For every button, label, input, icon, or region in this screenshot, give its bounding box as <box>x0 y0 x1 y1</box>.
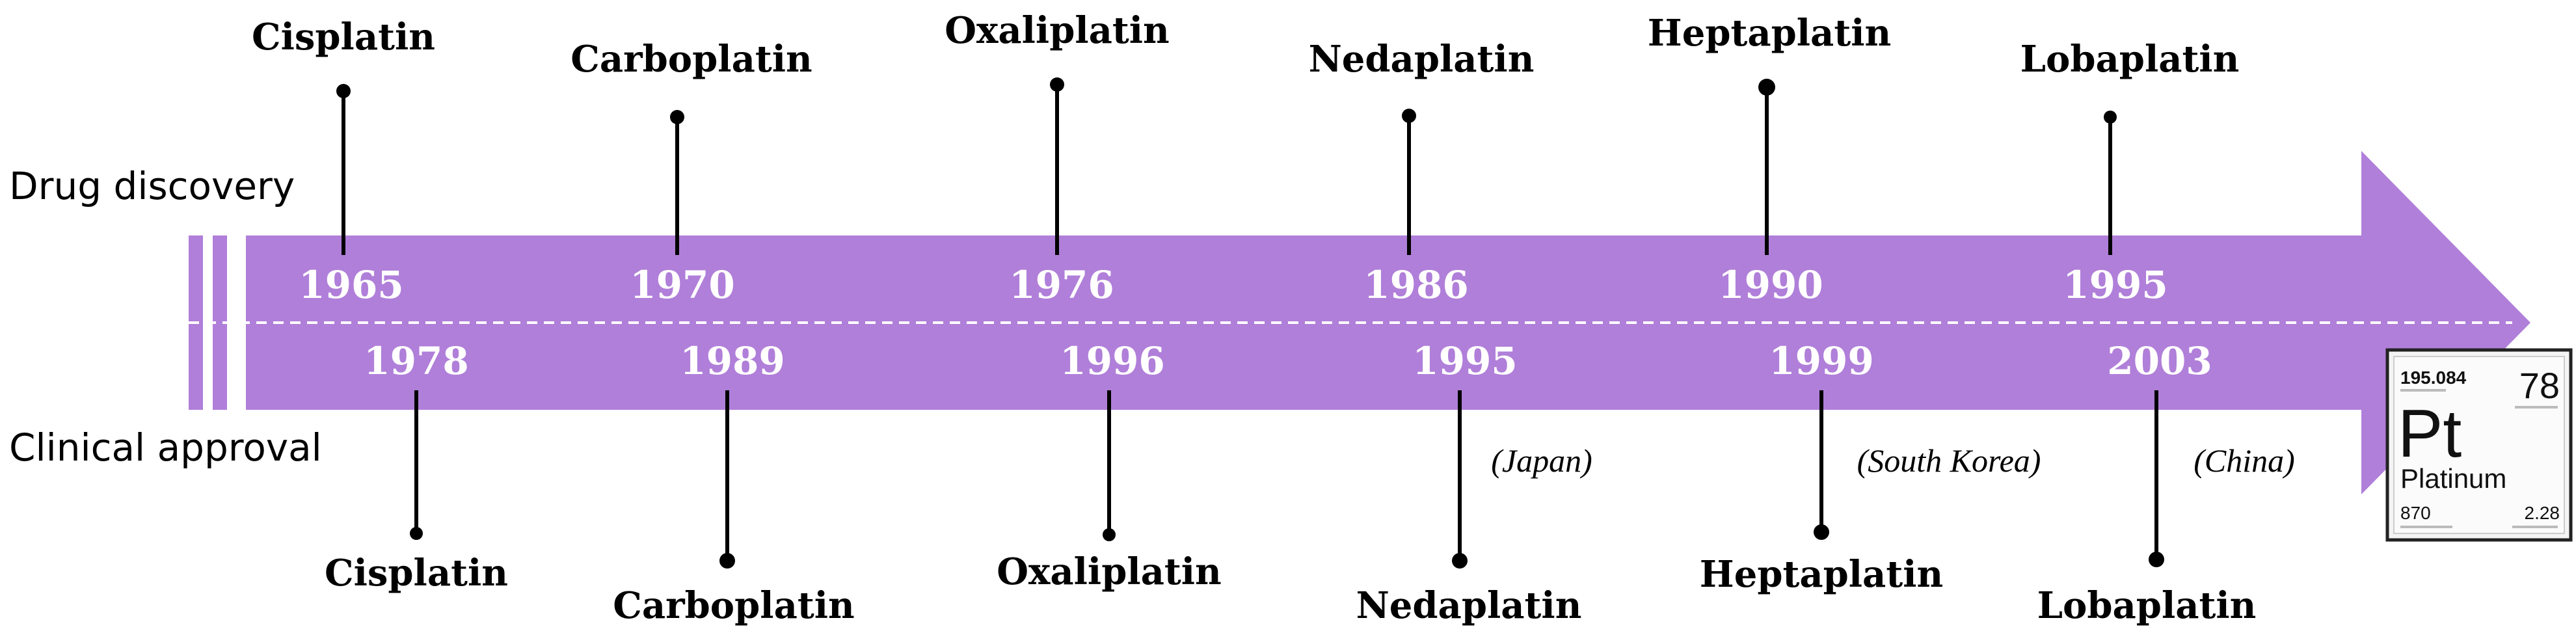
milestone-dot <box>336 84 351 98</box>
arrow-stub-2 <box>213 235 227 410</box>
melting-value: 870 <box>2400 503 2431 523</box>
discovery-milestones: Cisplatin 1965 Carboplatin 1970 Oxalipla… <box>252 9 2239 307</box>
discovery-milestone: Oxaliplatin 1976 <box>945 9 1170 307</box>
approval-drug-label: Lobaplatin <box>2037 584 2257 627</box>
approval-year-label: 1995 <box>1412 339 1517 383</box>
milestone-dot <box>1814 524 1829 540</box>
discovery-milestone: Carboplatin 1970 <box>570 38 812 307</box>
approval-drug-label: Nedaplatin <box>1356 584 1582 627</box>
approval-year-label: 2003 <box>2107 339 2212 383</box>
approval-drug-label: Carboplatin <box>613 584 854 627</box>
discovery-year-label: 1976 <box>1009 263 1114 307</box>
approval-milestone: 1978 Cisplatin <box>325 339 508 595</box>
arrow-body <box>246 151 2530 494</box>
discovery-milestone: Cisplatin 1965 <box>252 16 435 307</box>
tile-caption-line <box>2512 526 2558 528</box>
discovery-year-label: 1970 <box>630 263 734 307</box>
discovery-drug-label: Carboplatin <box>570 38 812 81</box>
milestone-dot <box>2104 111 2117 124</box>
discovery-drug-label: Oxaliplatin <box>945 9 1170 52</box>
approval-year-label: 1996 <box>1060 339 1164 383</box>
discovery-drug-label: Cisplatin <box>252 16 435 59</box>
milestone-dot <box>410 527 423 540</box>
approval-milestone: 1995 (Japan) Nedaplatin <box>1356 339 1592 627</box>
milestone-dot <box>2149 552 2164 567</box>
approval-drug-label: Cisplatin <box>325 552 508 595</box>
approval-milestone: 2003 (China) Lobaplatin <box>2037 339 2295 627</box>
discovery-milestone: Nedaplatin 1986 <box>1309 38 1535 307</box>
approval-region-label: (Japan) <box>1491 442 1592 479</box>
milestone-dot <box>1452 553 1468 569</box>
electronegativity-value: 2.28 <box>2525 503 2560 523</box>
approval-region-label: (China) <box>2194 442 2295 479</box>
milestone-dot <box>670 110 684 124</box>
milestone-dot <box>719 553 735 569</box>
approval-drug-label: Heptaplatin <box>1700 553 1943 596</box>
element-symbol: Pt <box>2398 396 2462 472</box>
approval-year-label: 1978 <box>364 339 468 383</box>
clinical-approval-label: Clinical approval <box>9 425 322 470</box>
approval-year-label: 1989 <box>680 339 785 383</box>
milestone-dot <box>1103 528 1116 541</box>
discovery-year-label: 1965 <box>299 263 403 307</box>
tile-inner <box>2393 356 2565 534</box>
discovery-milestone: Heptaplatin 1990 <box>1648 12 1891 307</box>
tile-caption-line <box>2400 389 2446 392</box>
timeline-arrow <box>189 151 2530 494</box>
approval-milestone: 1996 Oxaliplatin <box>997 339 1222 593</box>
tile-caption-line <box>2400 526 2452 528</box>
approval-milestone: 1999 (South Korea) Heptaplatin <box>1700 339 2041 596</box>
discovery-year-label: 1986 <box>1363 263 1468 307</box>
drug-discovery-label: Drug discovery <box>9 164 295 208</box>
atomic-number: 78 <box>2519 365 2560 406</box>
discovery-year-label: 1995 <box>2063 263 2167 307</box>
discovery-drug-label: Nedaplatin <box>1309 38 1535 81</box>
approval-year-label: 1999 <box>1769 339 1873 383</box>
discovery-milestone: Lobaplatin 1995 <box>2020 38 2240 307</box>
approval-drug-label: Oxaliplatin <box>997 550 1222 593</box>
element-name: Platinum <box>2400 463 2506 494</box>
atomic-mass: 195.084 <box>2400 368 2467 388</box>
milestone-dot <box>1758 79 1775 96</box>
discovery-drug-label: Lobaplatin <box>2020 38 2240 81</box>
tile-caption-line <box>2515 406 2558 409</box>
discovery-drug-label: Heptaplatin <box>1648 12 1891 55</box>
approval-region-label: (South Korea) <box>1857 442 2041 479</box>
approval-milestone: 1989 Carboplatin <box>613 339 854 627</box>
milestone-dot <box>1050 77 1064 92</box>
milestone-dot <box>1402 109 1416 123</box>
approval-milestones: 1978 Cisplatin 1989 Carboplatin 1996 Oxa… <box>325 339 2295 627</box>
discovery-year-label: 1990 <box>1718 263 1823 307</box>
platinum-element-tile: 195.084 78 Pt Platinum 870 2.28 <box>2385 348 2573 542</box>
